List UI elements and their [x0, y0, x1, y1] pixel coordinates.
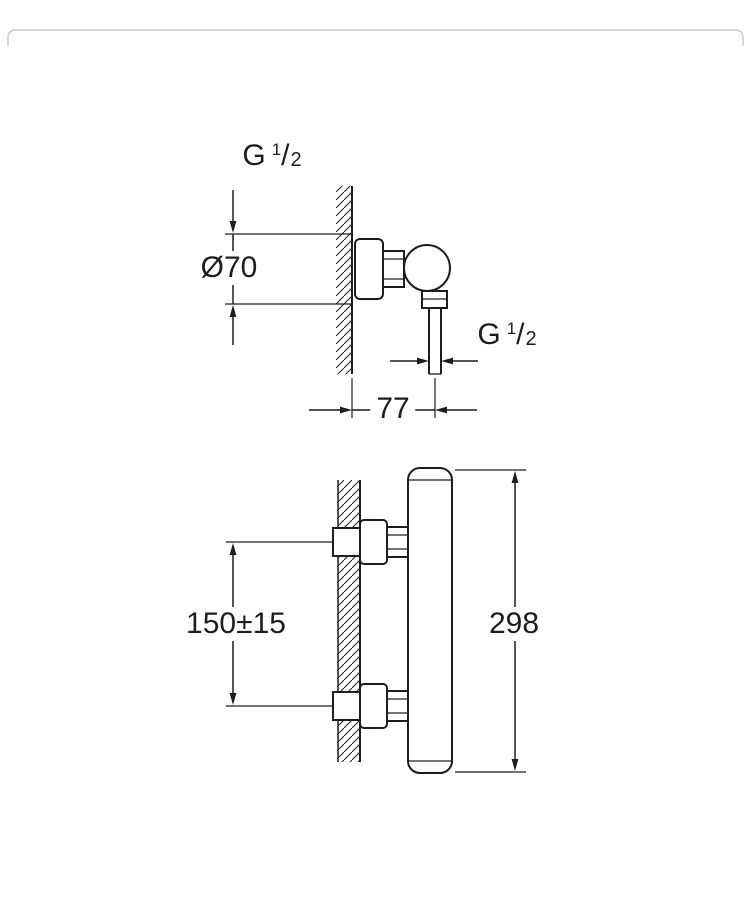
top-view-group — [225, 186, 478, 418]
thread-letter: G — [242, 139, 266, 172]
wall-hatching-side-view — [336, 186, 352, 374]
escutcheon-side-view — [354, 238, 384, 300]
arrowhead-up — [229, 305, 237, 317]
union-nut-side-view — [382, 250, 405, 288]
front-view-group — [226, 467, 526, 774]
dimension-label-wall-to-outlet: 77 — [370, 392, 416, 426]
thread-slash: / — [516, 318, 525, 351]
dimension-label-body-height: 298 — [482, 607, 546, 641]
valve-body-side-view — [403, 244, 451, 292]
arrowhead-left — [441, 357, 453, 365]
inlet-fitting-top — [332, 527, 361, 557]
arrowhead-down — [229, 221, 237, 233]
thread-slash: / — [281, 139, 290, 172]
thread-size-label-wall-connection: G 1 / 2 — [242, 141, 301, 171]
dimension-label-escutcheon-diameter: Ø70 — [194, 251, 264, 285]
arrowhead-up — [229, 543, 237, 555]
thermostat-body — [407, 467, 453, 774]
union-nut-bottom — [386, 690, 409, 722]
arrowhead-down — [511, 759, 519, 771]
arrowhead-up — [511, 471, 519, 483]
arrowhead-left — [435, 406, 447, 414]
thread-denominator: 2 — [525, 328, 537, 350]
arrowhead-right — [417, 357, 429, 365]
thread-letter: G — [477, 318, 501, 351]
arrowhead-right — [340, 406, 352, 414]
thread-size-label-outlet: G 1 / 2 — [477, 320, 536, 350]
inlet-fitting-bottom — [332, 691, 361, 721]
escutcheon-bottom — [359, 683, 388, 729]
thread-numerator: 1 — [271, 140, 282, 159]
page-frame-border — [7, 29, 744, 46]
thread-denominator: 2 — [290, 149, 302, 171]
escutcheon-top — [359, 519, 388, 565]
union-nut-top — [386, 526, 409, 558]
dimension-label-inlet-spacing: 150±15 — [180, 607, 292, 641]
arrowhead-down — [229, 693, 237, 705]
thread-numerator: 1 — [506, 319, 517, 338]
